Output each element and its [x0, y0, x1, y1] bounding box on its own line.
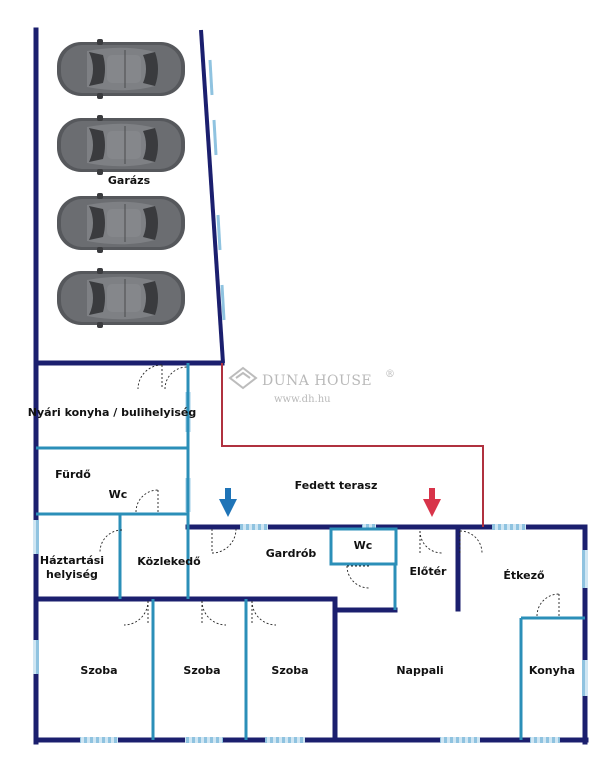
room-label-utility-line1: Háztartási [40, 554, 104, 567]
duna-house-logo-icon [228, 366, 258, 390]
room-label-wardrobe: Gardrób [266, 547, 317, 560]
room-label-kitchen: Konyha [529, 664, 575, 677]
room-label-utility-line2: helyiség [46, 568, 98, 581]
room-labels: Garázs Nyári konyha / bulihelyiség Fürdő… [28, 174, 575, 677]
room-label-garage: Garázs [108, 174, 151, 187]
room-label-covered-terrace: Fedett terasz [295, 479, 378, 492]
room-label-corridor: Közlekedő [137, 555, 201, 568]
door-swing-icon [99, 364, 560, 626]
room-label-hall: Előtér [410, 565, 448, 578]
watermark-reg: ® [385, 369, 395, 380]
car-icon [56, 267, 186, 329]
room-label-wc-center: Wc [354, 539, 373, 552]
garage-right-wall [199, 29, 225, 364]
room-label-wc-left: Wc [109, 488, 128, 501]
watermark-url: www.dh.hu [274, 394, 331, 405]
terrace-outline [221, 363, 484, 527]
room-label-room1: Szoba [80, 664, 117, 677]
watermark: DUNA HOUSE ® www.dh.hu [228, 366, 395, 405]
inner-walls [36, 363, 585, 740]
car-icon [56, 192, 186, 254]
car-icon [56, 38, 186, 100]
garage [56, 29, 226, 364]
room-label-bathroom: Fürdő [55, 468, 91, 481]
entry-arrow-icon [423, 488, 441, 517]
windows [33, 392, 588, 743]
room-label-room3: Szoba [271, 664, 308, 677]
entry-arrow-icon [219, 488, 237, 517]
room-label-dining: Étkező [503, 569, 545, 582]
car-icon [56, 114, 186, 176]
room-label-living: Nappali [396, 664, 443, 677]
watermark-brand: DUNA HOUSE [262, 373, 372, 389]
room-label-summer-kitchen: Nyári konyha / bulihelyiség [28, 406, 196, 419]
room-label-room2: Szoba [183, 664, 220, 677]
